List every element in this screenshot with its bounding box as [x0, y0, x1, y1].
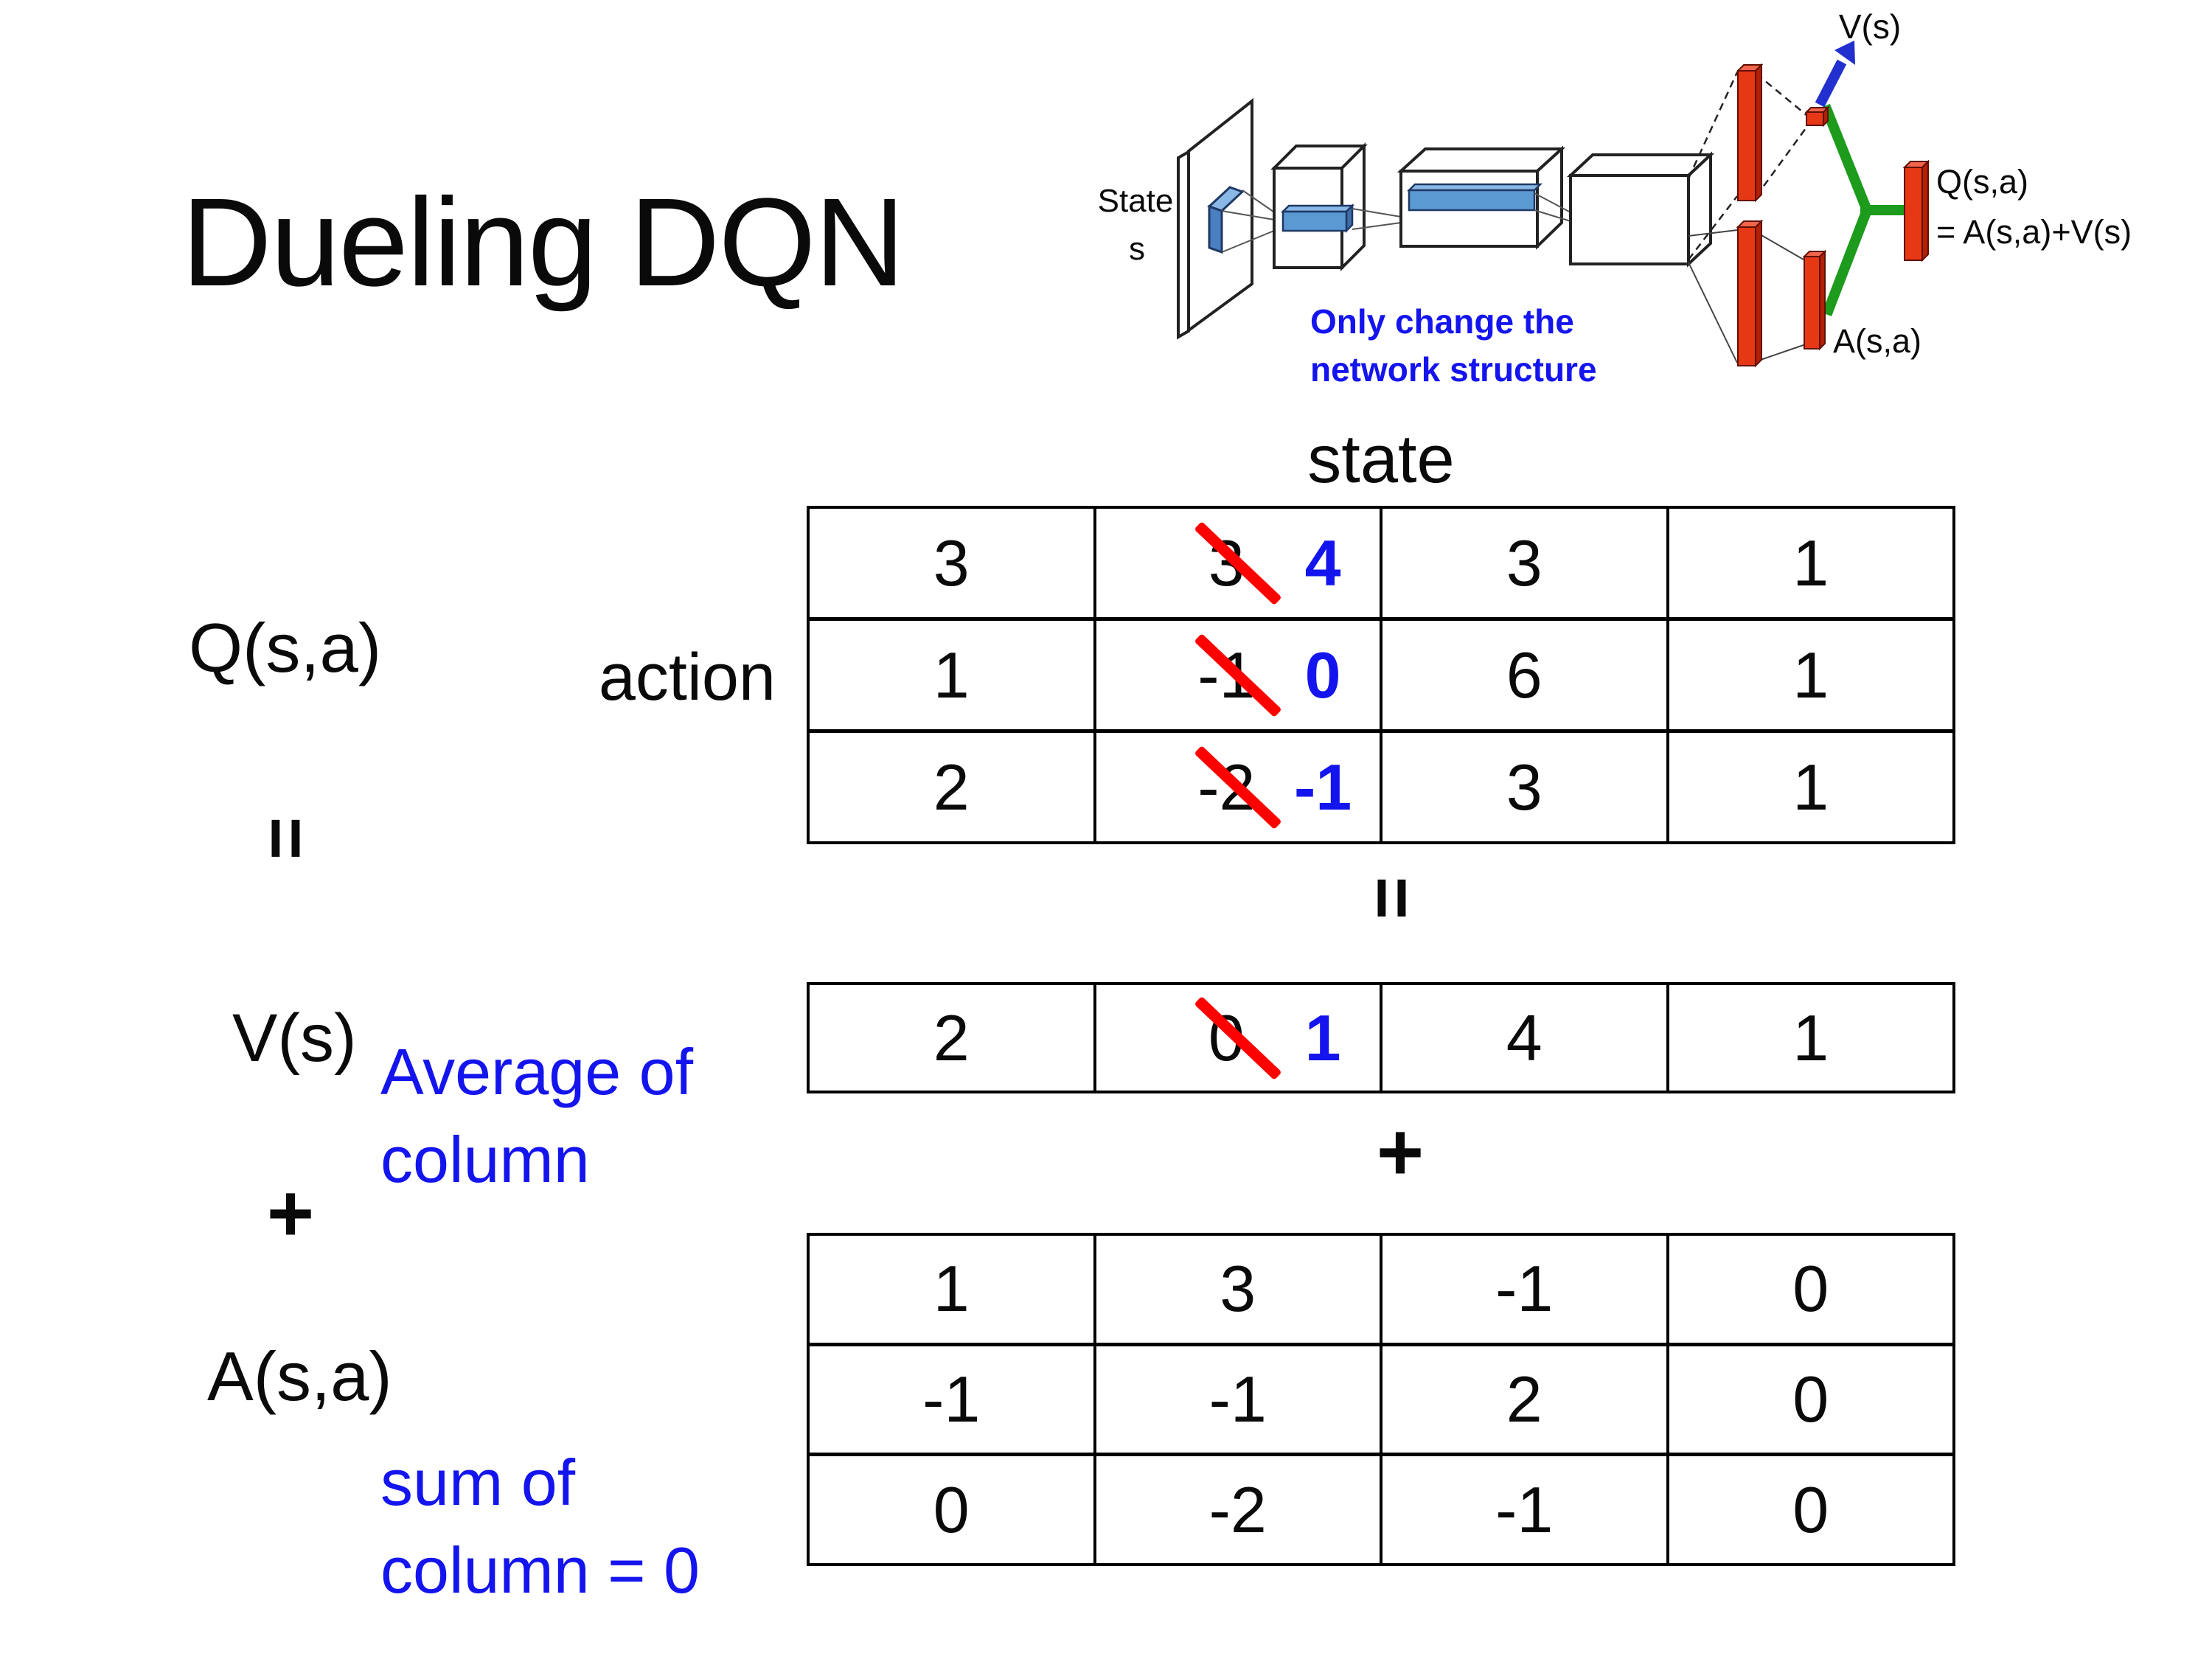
diagram-note-line1: Only change the [1310, 302, 1574, 341]
diagram-a-output-label: A(s,a) [1833, 322, 1921, 360]
advantage-stream-bar [1736, 219, 1764, 368]
diagram-q-output-formula: = A(s,a)+V(s) [1936, 213, 2132, 251]
v-matrix-label: V(s) [232, 1001, 357, 1076]
equals-sign-left: = [245, 816, 327, 860]
sum-of-column-note: sum of column = 0 [380, 1446, 700, 1607]
table-row: 3 3 4 3 1 [810, 509, 1952, 617]
diagram-v-output-label: V(s) [1839, 7, 1901, 46]
dashed-connections [1687, 72, 1809, 260]
diagram-state-label: State [1098, 183, 1174, 219]
conv-feature-2-shape [1280, 203, 1355, 234]
new-value: 4 [1304, 526, 1341, 599]
q-cell: 6 [1380, 621, 1666, 729]
a-cell: 0 [933, 1472, 970, 1546]
a-cell: 0 [1666, 1236, 1953, 1343]
q-output-bar [1902, 159, 1930, 262]
a-cell: 3 [1093, 1236, 1380, 1343]
plus-sign-left: + [266, 1168, 315, 1259]
a-cell: -1 [1380, 1456, 1666, 1564]
a-cell: 0 [1666, 1456, 1953, 1564]
a-cell: 1 [933, 1252, 970, 1326]
v-scalar-box [1804, 105, 1830, 128]
table-row: -1 -1 2 0 [810, 1342, 1953, 1453]
v-value-table: 2 0 1 4 1 [807, 982, 1955, 1093]
q-cell: 3 [933, 526, 970, 599]
q-cell: 1 [1666, 621, 1953, 729]
a-cell: -1 [922, 1363, 981, 1436]
table-row: 2 -2 -1 3 1 [810, 729, 1952, 841]
conv-feature-1-shape [1207, 186, 1245, 254]
v-cell-crossed: 0 1 [1093, 985, 1380, 1091]
v-cell: 2 [933, 1001, 970, 1074]
v-output-arrow [1815, 41, 1855, 108]
q-cell: 3 [1380, 509, 1666, 617]
q-cell-crossed: 3 4 [1093, 509, 1380, 617]
q-value-table: 3 3 4 3 1 1 -1 0 6 1 2 -2 -1 3 1 [807, 506, 1955, 844]
table-row: 1 -1 0 6 1 [810, 617, 1952, 729]
equals-sign-middle: = [1351, 876, 1433, 920]
diagram-note-line2: network structure [1310, 350, 1597, 389]
v-cell: 4 [1380, 985, 1666, 1091]
a-vector-bar [1802, 249, 1827, 351]
average-of-column-note: Average of column [380, 1035, 694, 1196]
action-axis-label: action [598, 641, 776, 714]
a-cell: 2 [1380, 1346, 1666, 1453]
q-cell-crossed: -2 -1 [1093, 733, 1380, 841]
slide-title: Dueling DQN [181, 173, 905, 313]
q-cell: 2 [933, 750, 970, 824]
solid-connections [1688, 229, 1804, 364]
fc-layer-box [1566, 151, 1715, 268]
conv-feature-3-shape [1406, 183, 1543, 212]
v-cell: 1 [1666, 985, 1953, 1091]
a-cell: -1 [1093, 1346, 1380, 1453]
q-cell: 1 [1666, 733, 1953, 841]
q-cell-crossed: -1 0 [1093, 621, 1380, 729]
table-row: 2 0 1 4 1 [810, 985, 1952, 1091]
q-cell: 3 [1380, 733, 1666, 841]
plus-sign-middle: + [1376, 1107, 1425, 1197]
new-value: 1 [1304, 1001, 1341, 1074]
a-cell: -1 [1380, 1236, 1666, 1343]
state-axis-label: state [1307, 422, 1455, 497]
table-row: 0 -2 -1 0 [810, 1453, 1953, 1564]
q-matrix-label: Q(s,a) [189, 609, 382, 686]
new-value: 0 [1304, 638, 1341, 712]
a-matrix-label: A(s,a) [207, 1338, 392, 1415]
q-cell: 1 [933, 638, 970, 712]
q-cell: 1 [1666, 509, 1953, 617]
advantage-table: 1 3 -1 0 -1 -1 2 0 0 -2 -1 0 [807, 1233, 1955, 1566]
table-row: 1 3 -1 0 [810, 1236, 1952, 1343]
dueling-network-diagram: State s V(s) Q(s,a) = A(s,a)+V(s) A(s,a)… [1098, 7, 2132, 389]
diagram-state-s-label: s [1129, 231, 1145, 267]
value-stream-bar [1736, 63, 1764, 203]
new-value: -1 [1293, 750, 1352, 824]
aggregation-y-shape [1820, 103, 1909, 317]
a-cell: 0 [1666, 1346, 1953, 1453]
a-cell: -2 [1093, 1456, 1380, 1564]
diagram-q-output-label: Q(s,a) [1936, 163, 2028, 201]
